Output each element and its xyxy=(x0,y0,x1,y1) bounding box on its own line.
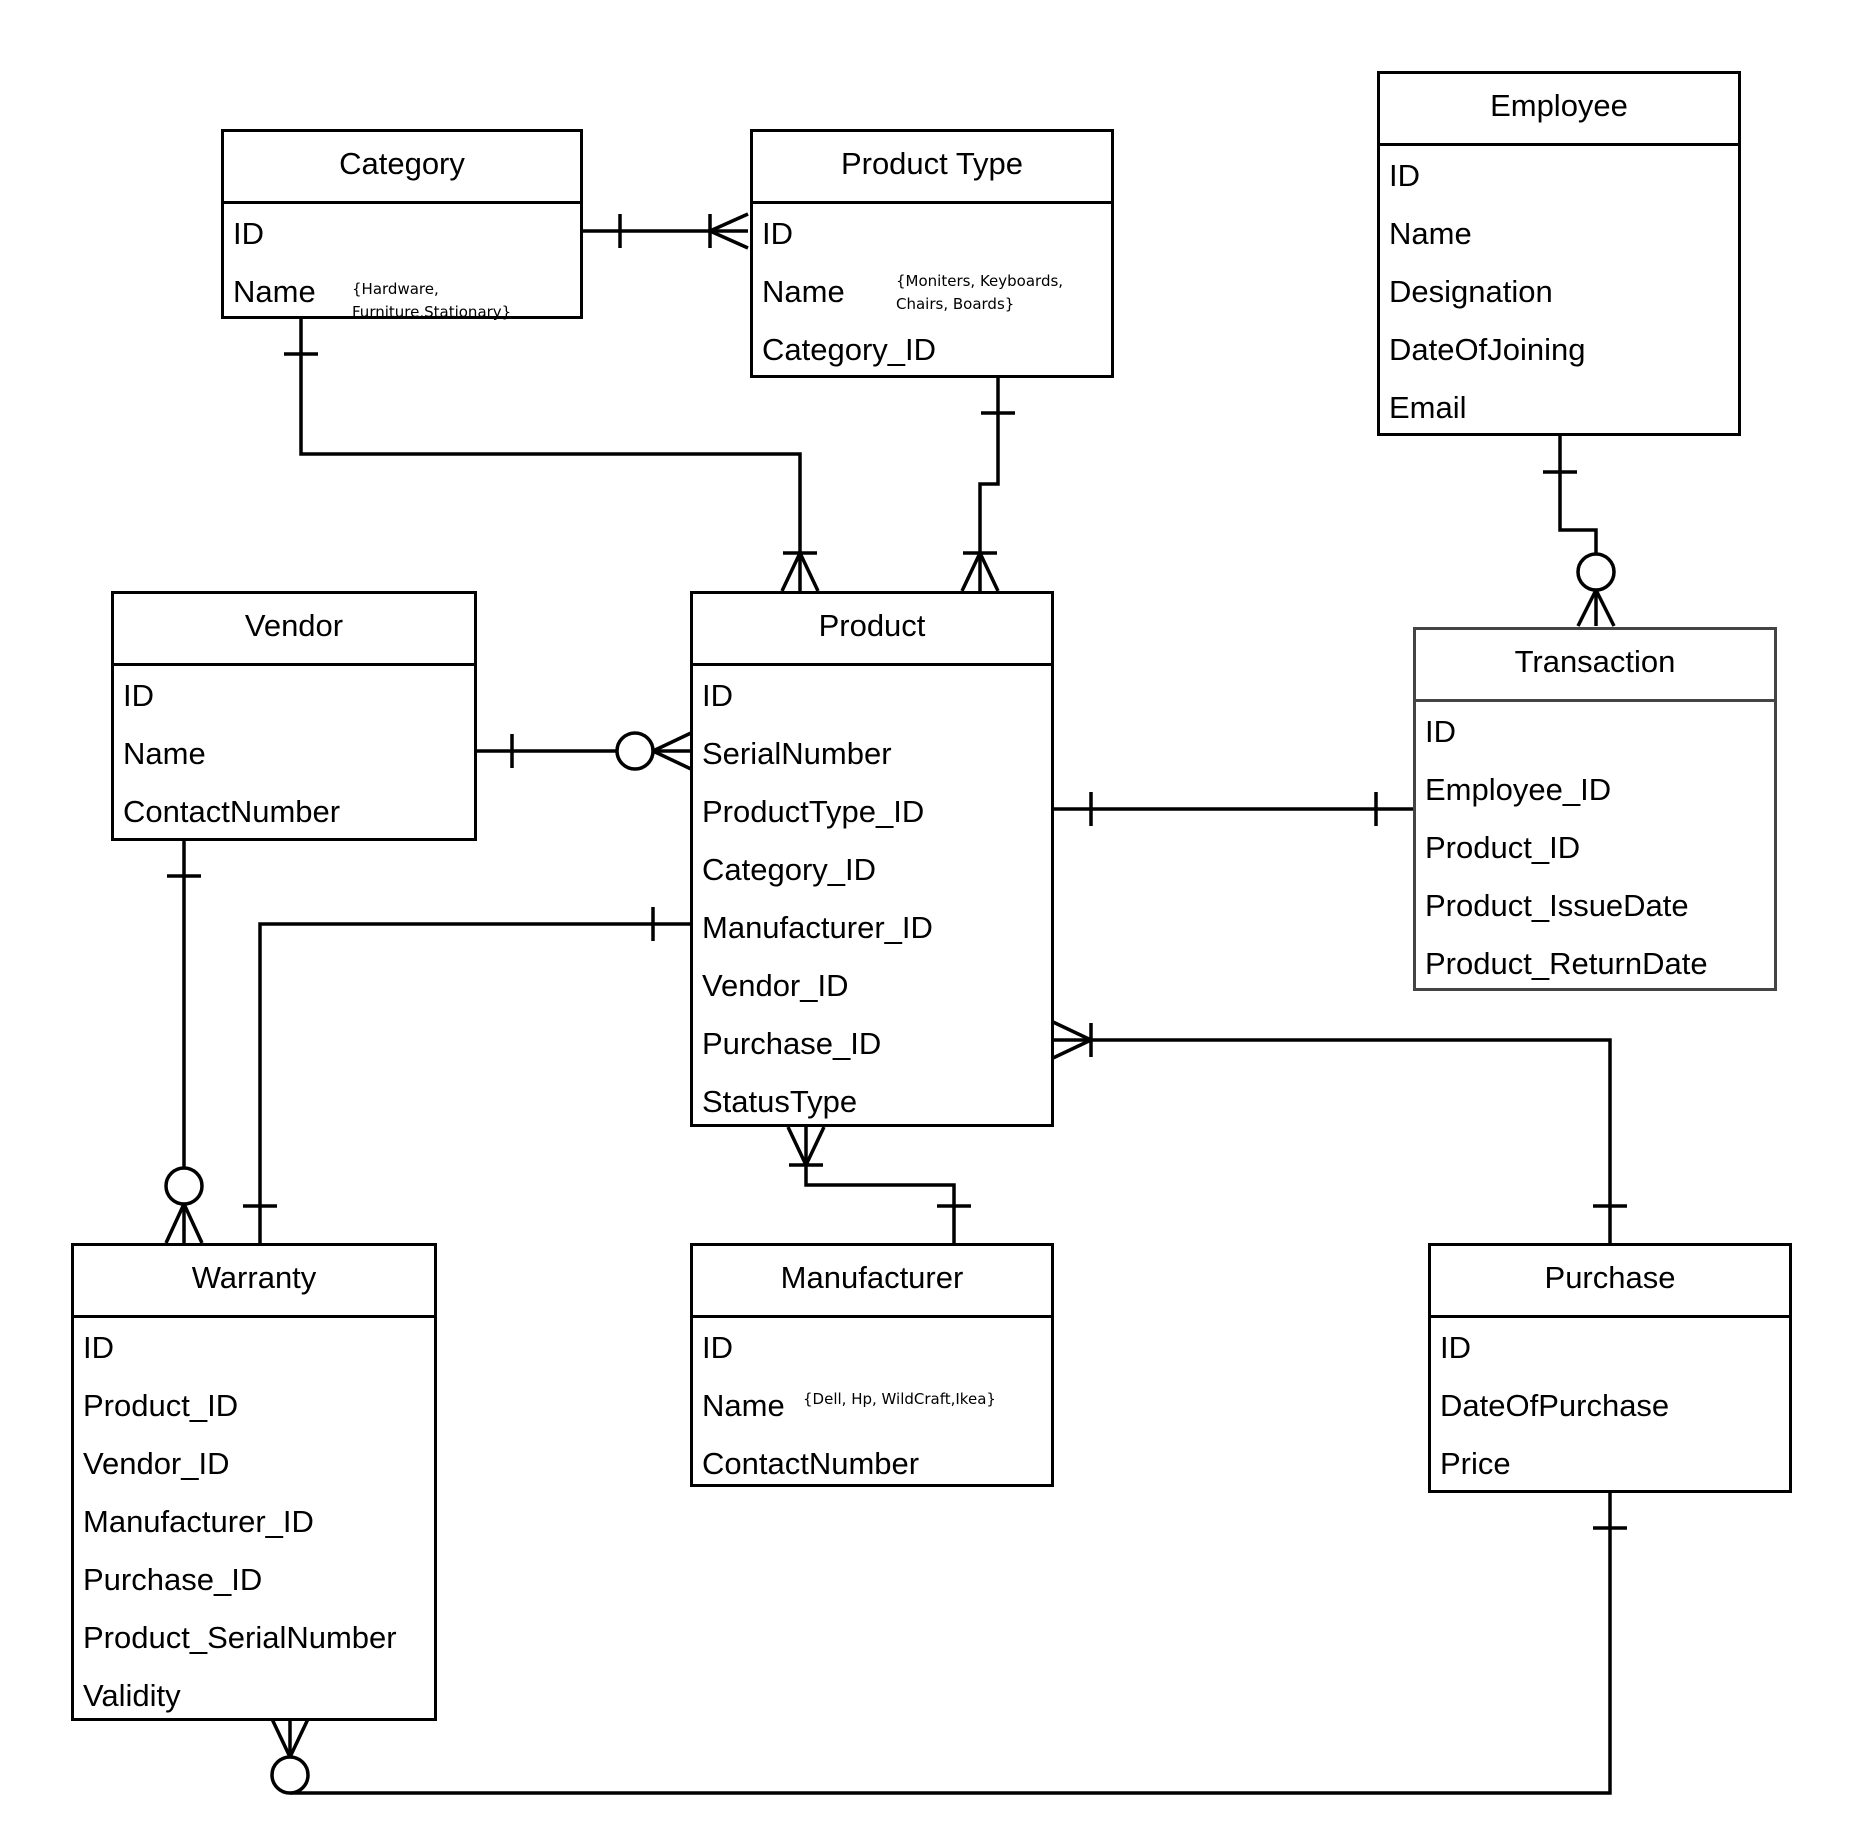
entity-title: Vendor xyxy=(114,594,474,666)
entity-title: Category xyxy=(224,132,580,204)
attribute-date-of-purchase: DateOfPurchase xyxy=(1440,1388,1670,1423)
attribute-vendor-id: Vendor_ID xyxy=(702,968,849,1003)
attribute-name: Name {Dell, Hp, WildCraft,Ikea} xyxy=(693,1378,1051,1436)
attribute-price: Price xyxy=(1440,1446,1511,1481)
entity-title: Product Type xyxy=(753,132,1111,204)
attribute-id: ID xyxy=(1440,1330,1471,1365)
relationship-vendor-warranty xyxy=(164,839,204,1244)
entity-transaction[interactable]: Transaction ID Employee_ID Product_ID Pr… xyxy=(1413,627,1777,991)
entity-category[interactable]: Category ID Name {Hardware, Furniture,St… xyxy=(221,129,583,322)
attribute-id: ID xyxy=(1425,714,1456,749)
attribute-product-issue-date: Product_IssueDate xyxy=(1425,888,1689,923)
attribute-id: ID xyxy=(762,216,793,251)
attribute-name: Name xyxy=(123,736,206,771)
attribute-label: Name xyxy=(762,274,845,309)
relationship-product-type-product xyxy=(960,376,1015,592)
entity-product[interactable]: Product ID SerialNumber ProductType_ID C… xyxy=(690,591,1054,1127)
entity-manufacturer[interactable]: Manufacturer ID Name {Dell, Hp, WildCraf… xyxy=(690,1243,1054,1487)
relationship-employee-transaction xyxy=(1543,434,1616,627)
attribute-label: Name xyxy=(702,1388,785,1423)
value-note-line: Furniture,Stationary} xyxy=(352,303,512,321)
attribute-product-return-date: Product_ReturnDate xyxy=(1425,946,1708,981)
value-note: {Hardware, Furniture,Stationary} xyxy=(352,278,552,324)
value-note-line: {Hardware, xyxy=(352,280,439,298)
attribute-status-type: StatusType xyxy=(702,1084,858,1119)
attribute-id: ID xyxy=(83,1330,114,1365)
relationship-product-transaction xyxy=(1052,792,1413,826)
attribute-employee-id: Employee_ID xyxy=(1425,772,1612,807)
attribute-id: ID xyxy=(702,678,733,713)
relationship-vendor-product xyxy=(475,731,692,771)
attribute-product-serial-number: Product_SerialNumber xyxy=(83,1620,397,1655)
attribute-id: ID xyxy=(1389,158,1420,193)
attribute-name: Name {Moniters, Keyboards, Chairs, Board… xyxy=(753,264,1111,322)
relationship-category-product xyxy=(284,317,820,592)
entity-title: Purchase xyxy=(1431,1246,1789,1318)
value-note: {Dell, Hp, WildCraft,Ikea} xyxy=(803,1388,1048,1411)
entity-warranty[interactable]: Warranty ID Product_ID Vendor_ID Manufac… xyxy=(71,1243,437,1721)
attribute-purchase-id: Purchase_ID xyxy=(702,1026,882,1061)
attribute-manufacturer-id: Manufacturer_ID xyxy=(83,1504,314,1539)
attribute-product-type-id: ProductType_ID xyxy=(702,794,925,829)
attribute-label: Name xyxy=(233,274,316,309)
attribute-purchase-id: Purchase_ID xyxy=(83,1562,263,1597)
attribute-category-id: Category_ID xyxy=(762,332,937,367)
entity-title: Transaction xyxy=(1416,630,1774,702)
value-note-line: {Moniters, Keyboards, xyxy=(896,272,1064,290)
attribute-validity: Validity xyxy=(83,1678,181,1713)
attribute-category-id: Category_ID xyxy=(702,852,877,887)
value-note-line: {Dell, Hp, WildCraft,Ikea} xyxy=(803,1390,996,1408)
attribute-contact-number: ContactNumber xyxy=(123,794,341,829)
entity-vendor[interactable]: Vendor ID Name ContactNumber xyxy=(111,591,477,841)
relationship-manufacturer-product xyxy=(786,1126,971,1243)
relationship-purchase-product xyxy=(1052,1020,1627,1243)
entity-title: Employee xyxy=(1380,74,1738,146)
entity-title: Product xyxy=(693,594,1051,666)
attribute-contact-number: ContactNumber xyxy=(702,1446,920,1481)
attribute-name: Name xyxy=(1389,216,1472,251)
attribute-id: ID xyxy=(123,678,154,713)
attribute-date-of-joining: DateOfJoining xyxy=(1389,332,1586,367)
entity-employee[interactable]: Employee ID Name Designation DateOfJoini… xyxy=(1377,71,1741,436)
attribute-serial-number: SerialNumber xyxy=(702,736,892,771)
attribute-product-id: Product_ID xyxy=(83,1388,239,1423)
entity-product-type[interactable]: Product Type ID Name {Moniters, Keyboard… xyxy=(750,129,1114,378)
attribute-manufacturer-id: Manufacturer_ID xyxy=(702,910,933,945)
attribute-id: ID xyxy=(233,216,264,251)
relationship-purchase-warranty xyxy=(270,1491,1627,1795)
attribute-designation: Designation xyxy=(1389,274,1553,309)
attribute-id: ID xyxy=(702,1330,733,1365)
attribute-email: Email xyxy=(1389,390,1467,425)
entity-purchase[interactable]: Purchase ID DateOfPurchase Price xyxy=(1428,1243,1792,1493)
entity-title: Warranty xyxy=(74,1246,434,1318)
relationship-category-product-type xyxy=(581,212,749,250)
attribute-name: Name {Hardware, Furniture,Stationary} xyxy=(224,264,580,322)
relationship-product-warranty xyxy=(243,907,691,1243)
attribute-vendor-id: Vendor_ID xyxy=(83,1446,230,1481)
value-note-line: Chairs, Boards} xyxy=(896,295,1015,313)
attribute-product-id: Product_ID xyxy=(1425,830,1581,865)
entity-title: Manufacturer xyxy=(693,1246,1051,1318)
value-note: {Moniters, Keyboards, Chairs, Boards} xyxy=(896,270,1111,316)
